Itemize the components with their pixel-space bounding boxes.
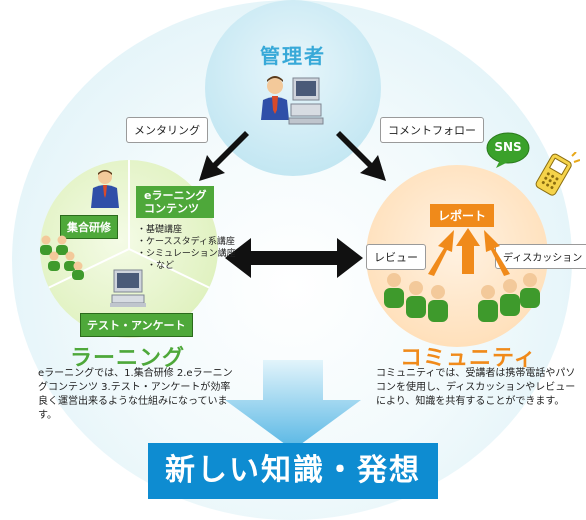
businessman-computer-icon (261, 76, 324, 125)
report-label: レポート (430, 204, 495, 227)
group-training-label: 集合研修 (60, 215, 118, 239)
person-icon (91, 170, 119, 208)
test-questionnaire-label: テスト・アンケート (80, 313, 193, 337)
arrow-admin-to-community (336, 131, 386, 181)
sns-bubble-icon (486, 132, 530, 168)
sns-label: SNS (494, 140, 522, 154)
flow-down-arrow (225, 360, 361, 450)
group-icon (40, 235, 84, 280)
community-group-icon (384, 273, 540, 322)
content-items-list: 基礎講座 ケーススタディ系講座 シミュレーション講座 など (137, 224, 236, 272)
comment-follow-bubble: コメントフォロー (380, 117, 484, 143)
elearning-contents-label: eラーニング コンテンツ (136, 186, 215, 218)
learning-description: eラーニングでは、1.集合研修 2.eラーニングコンテンツ 3.テスト・アンケー… (38, 368, 233, 421)
learning-title: ラーニング (70, 346, 186, 371)
content-item: 基礎講座 (137, 224, 236, 236)
discussion-bubble: ディスカッション (495, 244, 586, 269)
mobile-phone-icon (535, 152, 580, 196)
review-bubble: レビュー (366, 244, 426, 270)
computer-icon (110, 269, 146, 307)
community-title: コミュニティ (400, 346, 537, 371)
result-banner: 新しい知識・発想 (148, 443, 438, 499)
orange-arrows (428, 228, 510, 276)
arrow-admin-to-learning (199, 131, 249, 181)
content-item: ケーススタディ系講座 (137, 236, 236, 248)
admin-title: 管理者 (260, 44, 326, 68)
community-description: コミュニティでは、受講者は携帯電話やパソコンを使用し、ディスカッションやレビュー… (376, 368, 576, 407)
mentoring-bubble: メンタリング (126, 117, 208, 143)
content-item-etc: など (137, 260, 236, 272)
bidirectional-arrow (225, 238, 363, 278)
content-item: シミュレーション講座 (137, 248, 236, 260)
